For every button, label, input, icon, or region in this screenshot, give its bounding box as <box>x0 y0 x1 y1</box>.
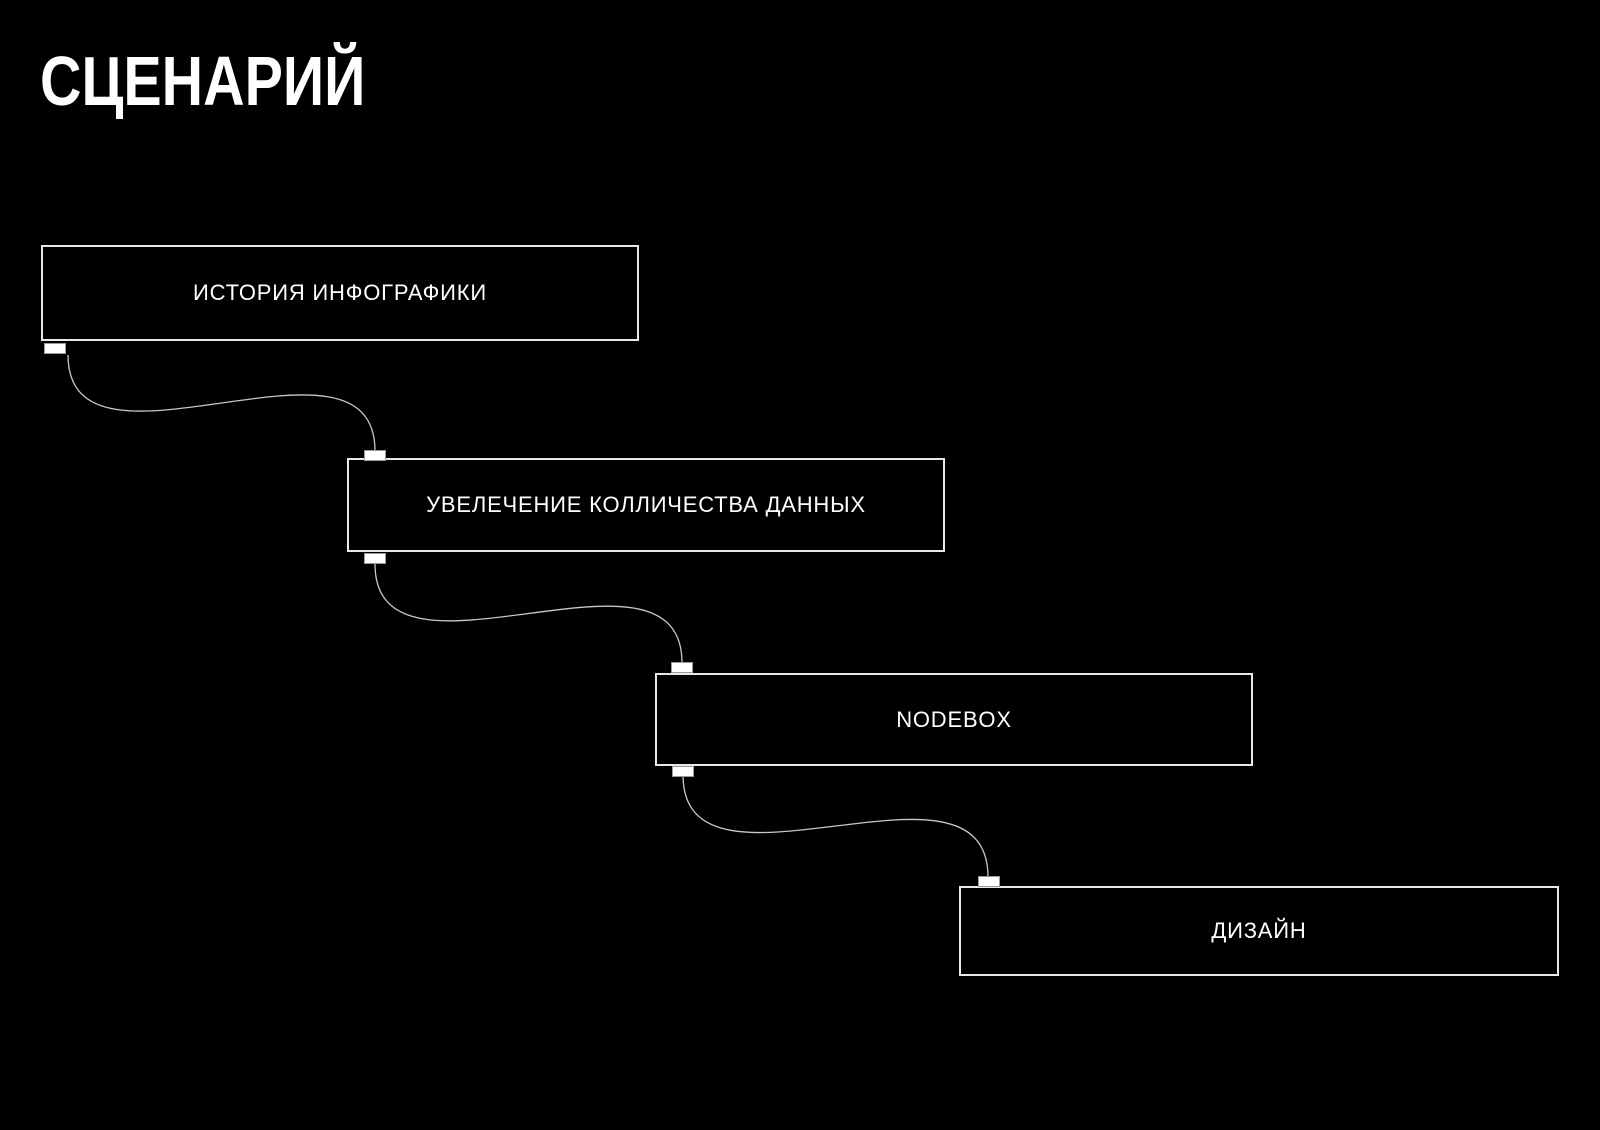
node-data-growth-input-port[interactable] <box>364 450 386 461</box>
node-history-infographics-output-port[interactable] <box>44 343 66 354</box>
node-nodebox-output-port[interactable] <box>672 766 694 777</box>
node-label: ИСТОРИЯ ИНФОГРАФИКИ <box>193 280 487 305</box>
node-history-infographics[interactable]: ИСТОРИЯ ИНФОГРАФИКИ <box>41 245 639 341</box>
wire-node2-node3[interactable] <box>374 563 683 664</box>
node-label: ДИЗАЙН <box>1211 918 1307 943</box>
wire-node3-node4[interactable] <box>682 774 989 878</box>
wire-node1-node2[interactable] <box>67 354 376 452</box>
node-nodebox-input-port[interactable] <box>671 662 693 673</box>
node-nodebox[interactable]: NODEBOX <box>655 673 1253 766</box>
node-label: УВЕЛЕЧЕНИЕ КОЛЛИЧЕСТВА ДАННЫХ <box>426 492 866 517</box>
node-design[interactable]: ДИЗАЙН <box>959 886 1559 976</box>
node-data-growth[interactable]: УВЕЛЕЧЕНИЕ КОЛЛИЧЕСТВА ДАННЫХ <box>347 458 945 552</box>
slide-title: СЦЕНАРИЙ <box>40 42 366 120</box>
node-design-input-port[interactable] <box>978 876 1000 887</box>
node-data-growth-output-port[interactable] <box>364 553 386 564</box>
node-label: NODEBOX <box>896 706 1012 732</box>
